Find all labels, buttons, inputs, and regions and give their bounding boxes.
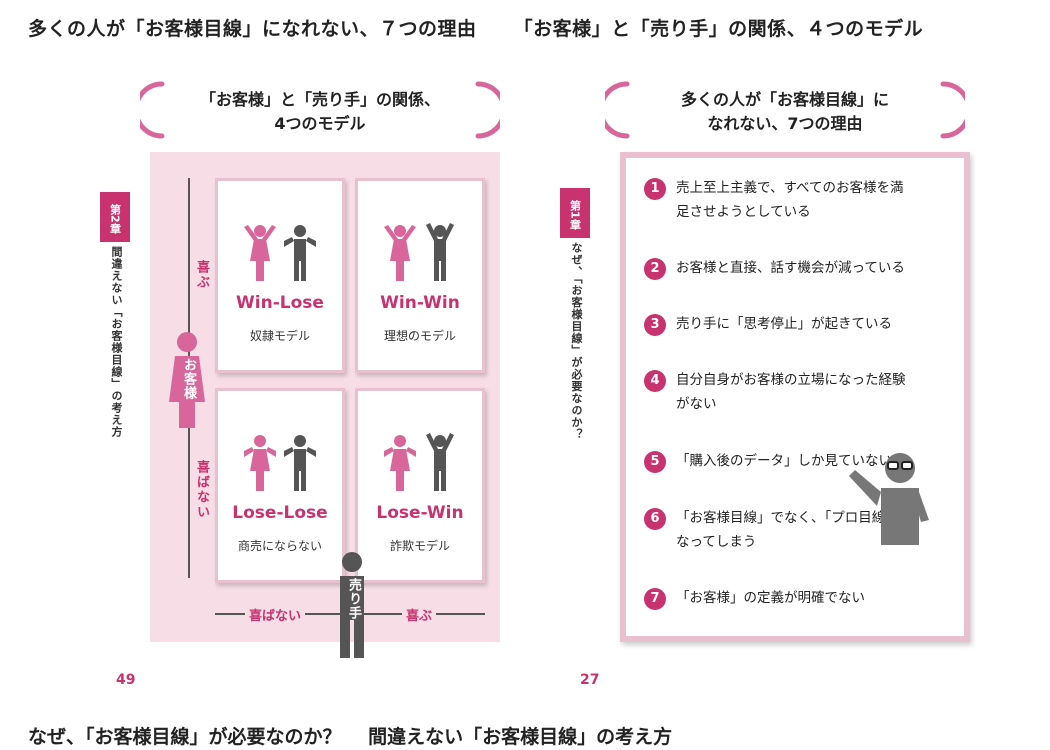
reason-line: 「購入後のデータ」しか見ていない (676, 453, 892, 469)
quadrant-desc: 理想のモデル (383, 329, 456, 343)
chapter-subtitle: なぜ、「お客様目線」が必要なのか？ (570, 242, 583, 441)
number-badge: 4 (644, 370, 666, 392)
left-page: 「お客様」と「売り手」の関係、 4つのモデル 第2章 間違えない「お客様目線」の… (40, 60, 510, 710)
chapter-subtitle: 間違えない「お客様目線」の考え方 (110, 246, 123, 438)
page-number: 49 (116, 672, 136, 688)
axis-label-v-bottom: 喜ばない (194, 460, 209, 520)
quadrant-lose-win: Lose-Win 詐欺モデル (355, 388, 485, 583)
list-item: 7 「お客様」の定義が明確でない (644, 586, 944, 610)
number-badge: 7 (644, 588, 666, 610)
list-item: 1 売上至上主義で、すべてのお客様を満足させようとしている (644, 176, 944, 224)
quadrant-desc: 奴隷モデル (249, 329, 310, 343)
customer-icon (169, 332, 205, 428)
reason-line: なってしまう (676, 534, 757, 550)
number-badge: 2 (644, 258, 666, 280)
chapter-tab: 第1章 (560, 188, 590, 238)
reason-line: 自分自身がお客様の立場になった経験 (676, 372, 906, 388)
number-badge: 6 (644, 508, 666, 530)
left-title-line2: 4つのモデル (274, 114, 366, 133)
number-badge: 1 (644, 178, 666, 200)
number-badge: 5 (644, 451, 666, 473)
reason-line: 「お客様目線」でなく、「プロ目線」に (676, 510, 913, 526)
quadrant-title: Win-Win (380, 293, 460, 313)
seller-figure: 売り手 (332, 550, 372, 664)
figures-icon (384, 223, 454, 281)
bracket-decoration (140, 81, 500, 139)
axis-label-h-right: 喜ぶ (402, 605, 437, 624)
left-page-title: 「お客様」と「売り手」の関係、 4つのモデル (140, 88, 500, 136)
bracket-decoration (605, 81, 965, 139)
quadrant-title: Lose-Win (376, 503, 464, 523)
bottom-heading-left: なぜ、「お客様目線」が必要なのか？ (28, 726, 342, 748)
bottom-heading: なぜ、「お客様目線」が必要なのか？ 間違えない「お客様目線」の考え方 (28, 722, 692, 749)
page-number: 27 (580, 672, 600, 688)
customer-figure: お客様 (167, 330, 207, 434)
reason-line: 足させようとしている (676, 204, 811, 220)
quadrant-lose-lose: Lose-Lose 商売にならない (215, 388, 345, 583)
right-title-line2: なれない、7つの理由 (707, 114, 863, 133)
reasons-list: 1 売上至上主義で、すべてのお客様を満足させようとしている 2 お客様と直接、話… (620, 152, 970, 642)
right-page-title: 多くの人が「お客様目線」に なれない、7つの理由 (605, 88, 965, 136)
figures-icon (384, 433, 454, 491)
reason-line: 売り手に「思考停止」が起きている (676, 316, 892, 332)
presenter-icon (849, 453, 929, 545)
number-badge: 3 (644, 314, 666, 336)
reason-line: がない (676, 396, 717, 412)
right-page: 多くの人が「お客様目線」に なれない、7つの理由 第1章 なぜ、「お客様目線」が… (545, 60, 1015, 710)
right-title-line1: 多くの人が「お客様目線」に (680, 90, 889, 109)
axis-label-h-left: 喜ばない (245, 605, 306, 624)
left-title-line1: 「お客様」と「売り手」の関係、 (199, 90, 440, 109)
top-heading: 多くの人が「お客様目線」になれない、７つの理由 「お客様」と「売り手」の関係、４… (28, 14, 953, 41)
list-item: 3 売り手に「思考停止」が起きている (644, 312, 944, 336)
quadrant-desc: 詐欺モデル (389, 539, 450, 553)
bottom-heading-right: 間違えない「お客様目線」の考え方 (368, 726, 673, 748)
reason-line: 「お客様」の定義が明確でない (676, 590, 865, 606)
presenter-figure (845, 450, 935, 549)
quadrant-win-lose: Win-Lose 奴隷モデル (215, 178, 345, 373)
reason-line: お客様と直接、話す機会が減っている (676, 260, 905, 276)
list-item: 2 お客様と直接、話す機会が減っている (644, 256, 944, 280)
reason-line: 売上至上主義で、すべてのお客様を満 (676, 180, 904, 196)
quadrant-title: Lose-Lose (232, 503, 328, 523)
top-heading-left: 多くの人が「お客様目線」になれない、７つの理由 (28, 18, 477, 40)
chapter-tab: 第2章 (100, 192, 130, 242)
top-heading-right: 「お客様」と「売り手」の関係、４つのモデル (513, 18, 924, 40)
list-item: 6 「お客様目線」でなく、「プロ目線」になってしまう (644, 506, 944, 554)
quadrant-win-win: Win-Win 理想のモデル (355, 178, 485, 373)
figures-icon (244, 435, 316, 491)
list-item: 5 「購入後のデータ」しか見ていない (644, 449, 944, 473)
quadrant-desc: 商売にならない (237, 539, 322, 553)
seller-label: 売り手 (346, 578, 361, 620)
seller-icon (340, 552, 364, 658)
axis-label-v-top: 喜ぶ (194, 260, 209, 290)
figures-icon (244, 225, 316, 281)
right-page-header: 多くの人が「お客様目線」に なれない、7つの理由 (605, 80, 965, 140)
customer-label: お客様 (181, 358, 196, 400)
left-page-header: 「お客様」と「売り手」の関係、 4つのモデル (140, 80, 500, 140)
list-item: 4 自分自身がお客様の立場になった経験がない (644, 368, 944, 416)
quadrant-title: Win-Lose (236, 293, 324, 313)
